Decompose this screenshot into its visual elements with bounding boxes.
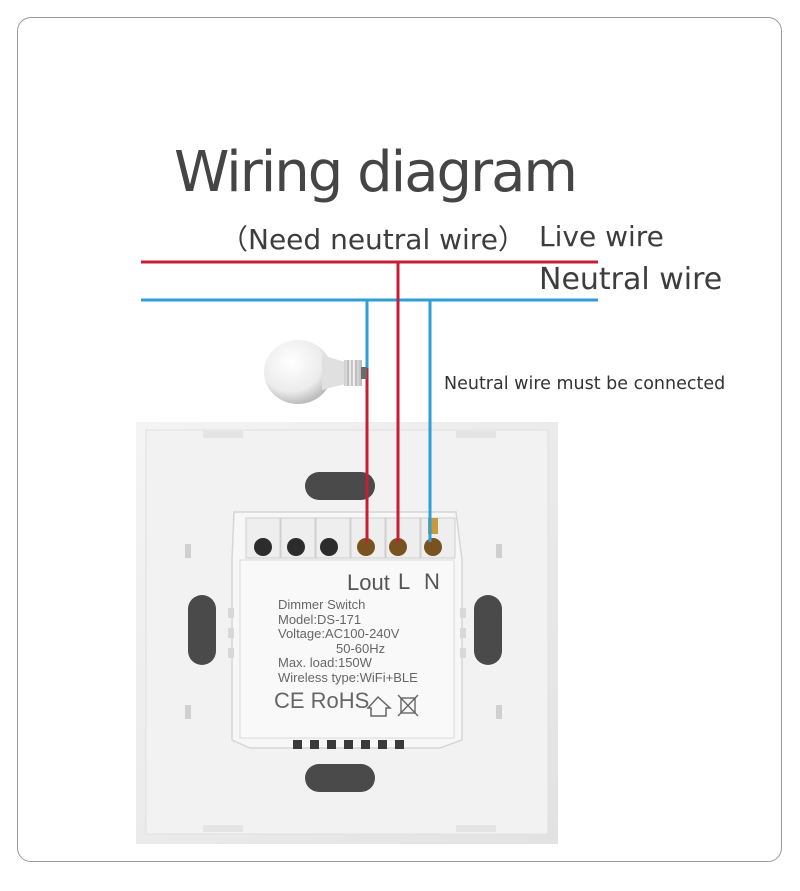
live-wire-label: Live wire [539, 220, 664, 253]
neutral-wire-label: Neutral wire [539, 262, 723, 297]
terminal-n [424, 538, 442, 556]
dimmer-module [228, 511, 466, 749]
terminal-3 [320, 538, 338, 556]
terminal-l [389, 538, 407, 556]
device-frequency: 50-60Hz [336, 640, 386, 656]
weee-bin-icon [397, 694, 419, 717]
terminal-label-l: L [398, 569, 411, 594]
device-wireless: Wireless type:WiFi+BLE [278, 669, 418, 685]
subtitle: （Need neutral wire） [220, 223, 526, 256]
left-screw-slot [188, 595, 216, 665]
home-icon [366, 695, 392, 717]
top-screw-slot [305, 472, 375, 500]
device-max-load: Max. load:150W [278, 655, 372, 670]
device-voltage: Voltage:AC100-240V [278, 626, 400, 641]
device-model: Model:DS-171 [278, 611, 362, 627]
terminal-1 [254, 538, 272, 556]
terminal-label-n: N [424, 569, 440, 594]
light-bulb-icon [264, 340, 367, 404]
bottom-screw-slot [305, 764, 375, 792]
certification-marks: CE RoHS [274, 688, 370, 713]
terminal-2 [287, 538, 305, 556]
terminal-label-lout: Lout [347, 570, 390, 595]
right-screw-slot [474, 595, 502, 665]
device-name: Dimmer Switch [278, 597, 366, 612]
neutral-note: Neutral wire must be connected [444, 374, 726, 394]
terminal-lout [357, 538, 375, 556]
page-title: Wiring diagram [174, 140, 578, 205]
wall-plate [136, 422, 558, 844]
device-spec-block: Dimmer Switch Model:DS-171 Voltage:AC100… [278, 597, 418, 685]
